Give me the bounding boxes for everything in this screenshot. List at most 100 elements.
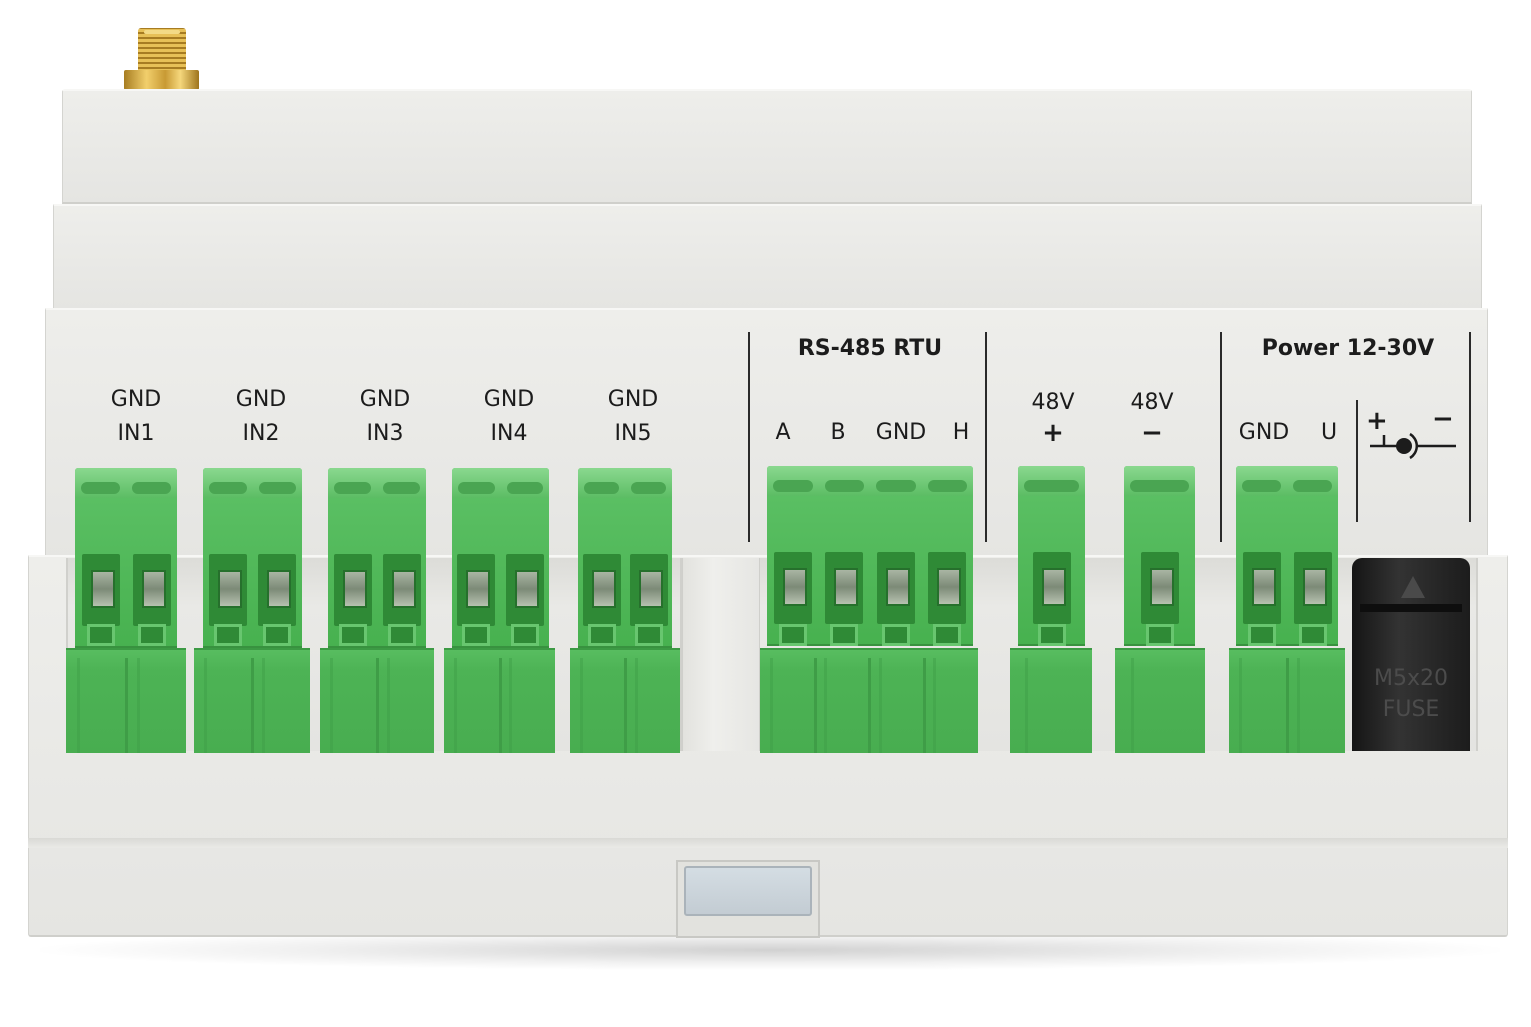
terminal-lip-ridge [1024,480,1079,492]
rs485-pin-a-label: A [775,420,791,445]
screw-clamp-window [141,570,166,608]
rs485-pin-gnd-label: GND [875,420,927,445]
input-3-top-label: GND [359,387,411,412]
out48-plus-top-label: 48V [1031,390,1075,415]
header-rib [624,658,627,753]
section-divider-line [1356,400,1358,522]
terminal-screw-icon[interactable] [582,554,621,626]
screw-clamp-window [885,568,910,606]
terminal-screw-icon[interactable] [208,554,247,626]
section-divider-line [748,332,750,542]
terminal-release-slot [933,624,962,646]
header-rib [125,658,128,753]
screw-clamp-window [217,570,242,608]
header-rib [933,658,937,753]
screw-clamp-window [638,570,663,608]
polarity-minus-sign: − [1432,404,1454,434]
screw-clamp-window [514,570,539,608]
header-rib [262,658,266,753]
terminal-block-in2[interactable] [203,468,302,751]
terminal-release-slot [387,624,416,646]
terminal-block-in1[interactable] [75,468,177,751]
screw-clamp-window [937,568,962,606]
terminal-lip-ridge [258,482,296,494]
screw-clamp-window [1251,568,1276,606]
terminal-screw-icon[interactable] [258,554,297,626]
terminal-lip-ridge [1293,480,1332,492]
terminal-block-in3[interactable] [328,468,426,751]
header-rib [878,658,882,753]
terminal-screw-icon[interactable] [773,552,812,624]
terminal-block-in1-header [66,648,186,753]
terminal-screw-icon[interactable] [1242,552,1281,624]
terminal-block-in2-header [194,648,310,753]
fuse-label: FUSE [1382,697,1440,722]
terminal-screw-icon[interactable] [876,552,915,624]
terminal-release-slot [137,624,166,646]
terminal-lip-ridge [383,482,420,494]
header-rib [579,658,583,753]
input-2-bottom-label: IN2 [242,421,280,446]
screw-clamp-window [1041,568,1066,606]
terminal-block-rs485-header [760,648,978,753]
terminal-block-power[interactable] [1236,466,1338,751]
polarity-plus-sign: + [1366,406,1388,436]
header-rib [387,658,391,753]
terminal-release-slot [881,624,910,646]
header-rib [76,658,80,753]
terminal-screw-icon[interactable] [505,554,544,626]
terminal-screw-icon[interactable] [928,552,967,624]
antenna-tip [144,30,180,34]
terminal-block-48v-minus-header [1115,648,1205,753]
dc-jack-polarity-icon: + − [1366,404,1460,470]
header-rib [868,658,871,753]
terminal-release-slot [634,624,663,646]
terminal-lip-ridge [458,482,495,494]
terminal-screw-icon[interactable] [457,554,496,626]
terminal-block-in5[interactable] [578,468,672,751]
terminal-block-in4[interactable] [452,468,549,751]
screw-clamp-window [591,570,616,608]
terminal-screw-icon[interactable] [1140,552,1179,624]
rs485-pin-b-label: B [830,420,846,445]
housing-base-ledge [28,838,1508,848]
housing-top-tier [62,89,1472,204]
header-rib [634,658,638,753]
terminal-lip-ridge [584,482,619,494]
terminal-screw-icon[interactable] [1293,552,1332,624]
screw-clamp-window [391,570,416,608]
fuse-warning-icon [1401,576,1425,598]
terminal-block-rs485[interactable] [767,466,973,751]
header-rib [769,658,773,753]
terminal-screw-icon[interactable] [382,554,421,626]
header-rib [813,658,817,753]
terminal-screw-icon[interactable] [629,554,668,626]
terminal-release-slot [462,624,491,646]
terminal-block-48v-minus[interactable] [1124,466,1195,751]
terminal-screw-icon[interactable] [132,554,171,626]
terminal-lip-ridge [824,480,864,492]
terminal-lip-ridge [1130,480,1189,492]
rs485-pin-h-label: H [952,420,970,445]
terminal-release-slot [1145,624,1174,646]
terminal-block-in3-header [320,648,434,753]
power-pin-gnd-label: GND [1238,420,1290,445]
header-rib [251,658,254,753]
terminal-lip-ridge [334,482,371,494]
terminal-block-in4-header [444,648,555,753]
terminal-screw-icon[interactable] [333,554,372,626]
terminal-screw-icon[interactable] [1032,552,1071,624]
screw-clamp-window [466,570,491,608]
terminal-screw-icon[interactable] [81,554,120,626]
terminal-block-48v-plus[interactable] [1018,466,1085,751]
header-rib [922,658,926,753]
terminal-block-in5-header [570,648,680,753]
header-rib [1239,658,1243,753]
pocket-divider [682,558,760,751]
terminal-screw-icon[interactable] [825,552,864,624]
input-1-bottom-label: IN1 [117,421,155,446]
screw-clamp-window [342,570,367,608]
din-rail-latch[interactable] [684,866,812,916]
terminal-release-slot [263,624,292,646]
terminal-lip-ridge [876,480,916,492]
